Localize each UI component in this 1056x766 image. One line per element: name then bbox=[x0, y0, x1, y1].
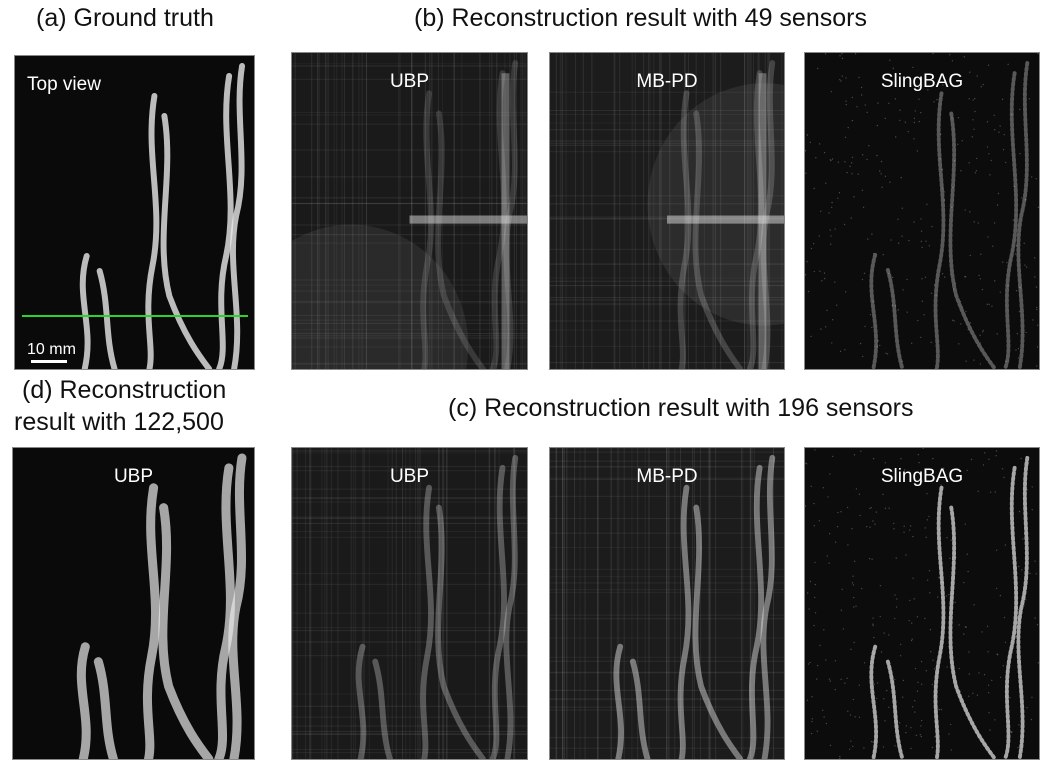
c-ubp-image: UBP bbox=[291, 447, 528, 760]
caption-d-line2: result with 122,500 bbox=[14, 408, 224, 436]
b-mbpd-image: MB-PD bbox=[549, 52, 785, 370]
scale-bar-label: 10 mm bbox=[27, 341, 76, 358]
c-slingbag-label: SlingBAG bbox=[880, 466, 964, 487]
caption-b: (b) Reconstruction result with 49 sensor… bbox=[414, 4, 867, 32]
b-slingbag-image: SlingBAG bbox=[804, 52, 1040, 370]
d-ubp-label: UBP bbox=[113, 466, 154, 487]
b-slingbag-label: SlingBAG bbox=[880, 71, 964, 92]
caption-c: (c) Reconstruction result with 196 senso… bbox=[448, 394, 914, 422]
c-mbpd-label: MB-PD bbox=[636, 466, 698, 487]
b-ubp-image: UBP bbox=[291, 52, 528, 370]
c-mbpd-image: MB-PD bbox=[549, 447, 785, 760]
caption-a: (a) Ground truth bbox=[36, 4, 214, 32]
b-mbpd-label: MB-PD bbox=[636, 71, 698, 92]
caption-d-line1: (d) Reconstruction bbox=[22, 376, 227, 404]
c-slingbag-image: SlingBAG bbox=[804, 447, 1040, 760]
d-ubp-image: UBP bbox=[12, 447, 255, 760]
b-ubp-label: UBP bbox=[389, 71, 430, 92]
c-ubp-label: UBP bbox=[389, 466, 430, 487]
scale-bar: 10 mm bbox=[27, 341, 76, 363]
top-view-label: Top view bbox=[27, 74, 101, 95]
ground-truth-image: Top view 10 mm bbox=[14, 55, 255, 370]
